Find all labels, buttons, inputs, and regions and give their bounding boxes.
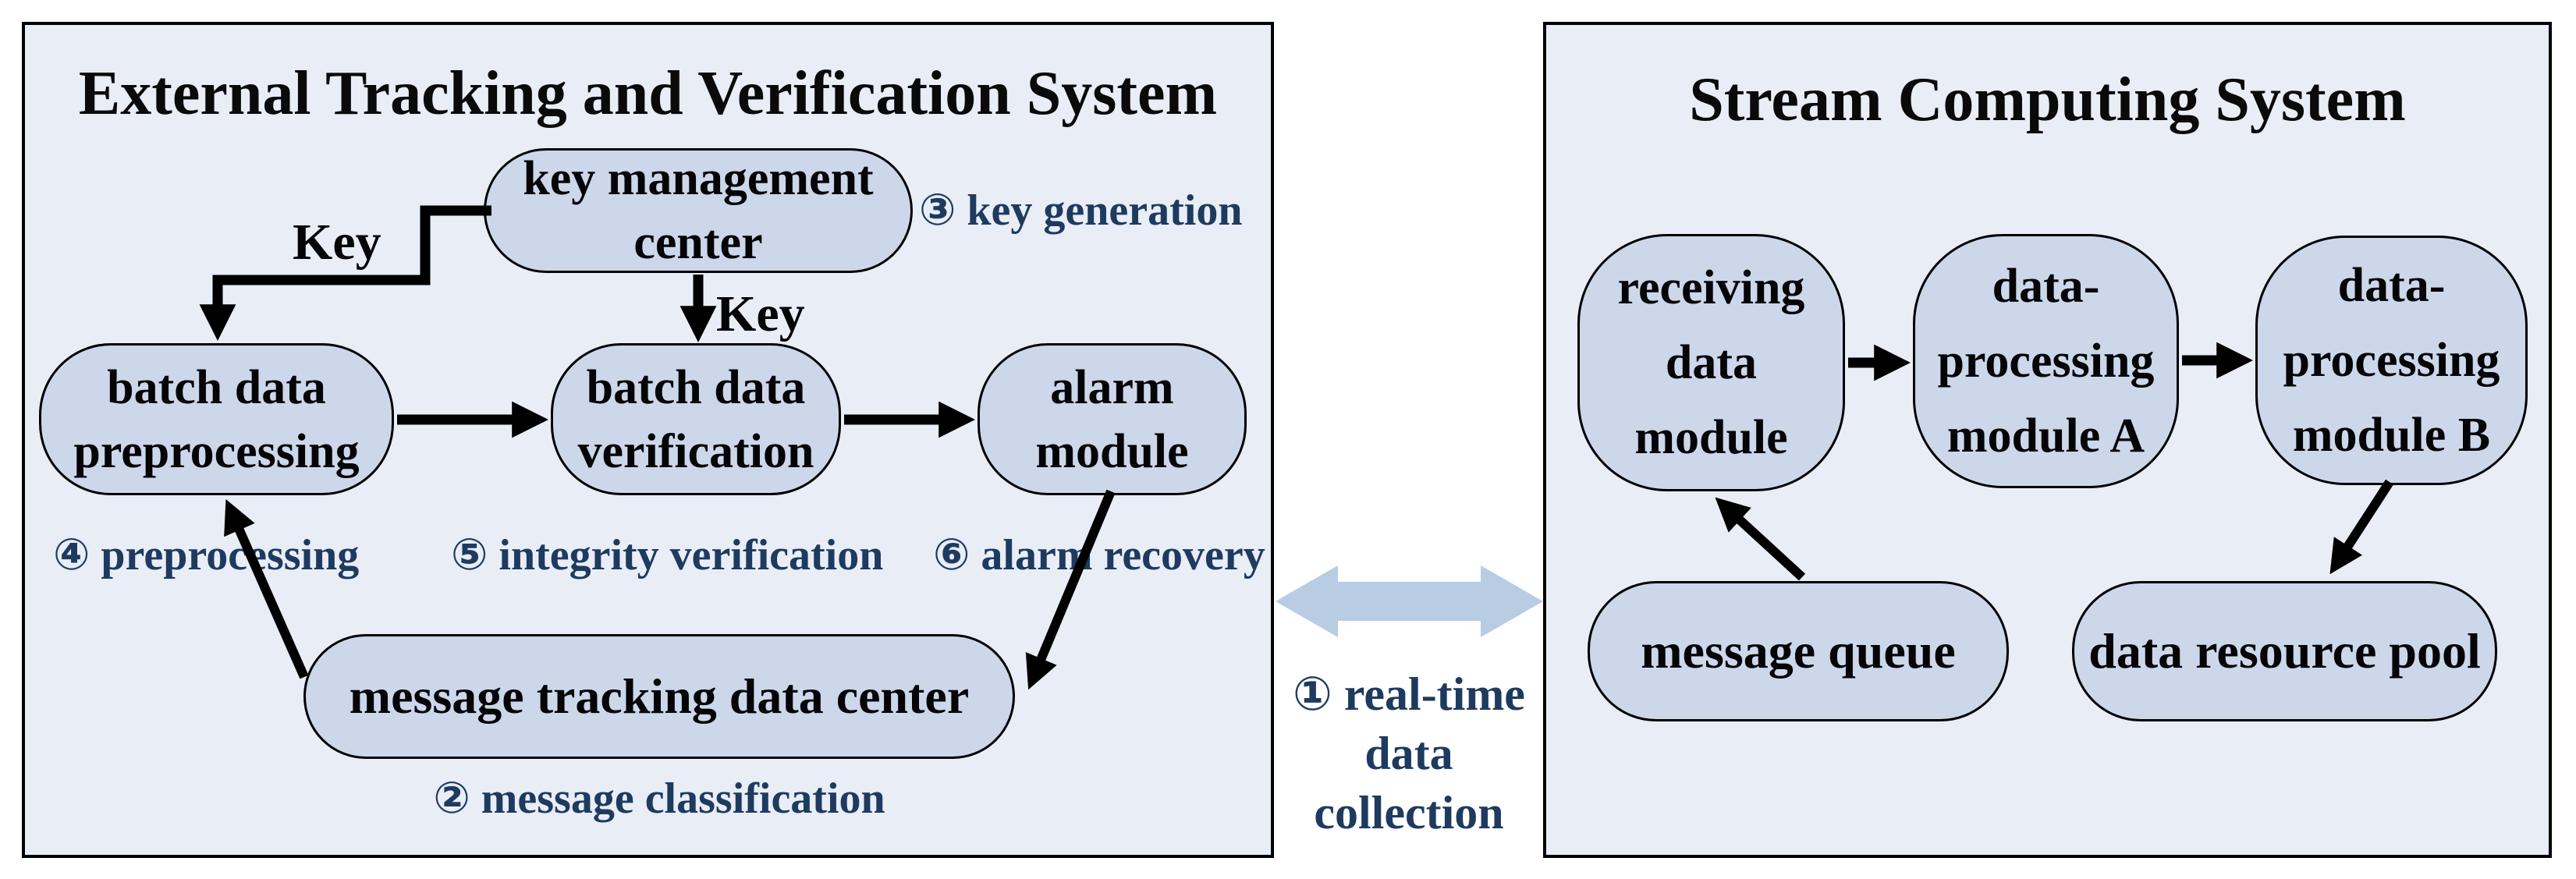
node-label-line: receiving	[1617, 261, 1805, 314]
label-preprocessing: ④ preprocessing	[53, 531, 360, 580]
node-data-processing-module-a: data- processing module A	[1913, 234, 2179, 488]
node-label-line: verification	[577, 424, 814, 478]
node-label-line: processing	[1937, 335, 2155, 388]
label-message-classification: ② message classification	[433, 774, 885, 823]
node-label-line: module	[1035, 424, 1189, 478]
node-label-line: preprocessing	[73, 424, 360, 478]
node-label-line: message tracking data center	[349, 668, 970, 724]
node-label-line: module	[1634, 411, 1788, 464]
node-label-line: processing	[2283, 334, 2500, 387]
node-batch-data-verification: batch data verification	[551, 343, 841, 495]
node-alarm-module: alarm module	[978, 343, 1247, 495]
node-label-line: data resource pool	[2088, 623, 2481, 679]
label-alarm-recovery: ⑥ alarm recovery	[933, 531, 1265, 580]
label-key-generation: ③ key generation	[919, 186, 1243, 235]
node-label-line: batch data	[586, 360, 806, 414]
node-label-line: module A	[1946, 409, 2145, 463]
node-label-line: message queue	[1641, 623, 1956, 679]
label-key-mid: Key	[716, 285, 805, 342]
node-key-management-center: key management center	[484, 148, 913, 273]
node-label-line: center	[633, 216, 763, 269]
node-message-tracking-data-center: message tracking data center	[303, 634, 1015, 759]
label-real-time-data-collection: ① real-time data collection	[1272, 665, 1546, 842]
node-data-resource-pool: data resource pool	[2072, 581, 2497, 721]
node-label-line: data-	[2337, 259, 2446, 312]
node-data-processing-module-b: data- processing module B	[2255, 236, 2528, 485]
label-real-time-line1: ① real-time	[1293, 668, 1525, 720]
node-label-line: module B	[2292, 409, 2491, 462]
label-real-time-line2: data collection	[1314, 728, 1504, 838]
node-receiving-data-module: receiving data module	[1577, 234, 1845, 491]
double-arrow-real-time-icon	[1276, 565, 1543, 637]
left-panel-title: External Tracking and Verification Syste…	[78, 59, 1218, 128]
node-message-queue: message queue	[1588, 581, 2009, 721]
node-batch-data-preprocessing: batch data preprocessing	[39, 343, 394, 495]
label-key-top: Key	[293, 214, 381, 271]
node-label-line: data-	[1992, 260, 2100, 313]
node-label-line: key management	[523, 152, 874, 205]
right-panel-title: Stream Computing System	[1689, 66, 2406, 134]
node-label-line: data	[1665, 336, 1758, 389]
node-label-line: alarm	[1050, 360, 1174, 414]
node-label-line: batch data	[107, 360, 326, 414]
label-integrity-verification: ⑤ integrity verification	[451, 531, 884, 580]
